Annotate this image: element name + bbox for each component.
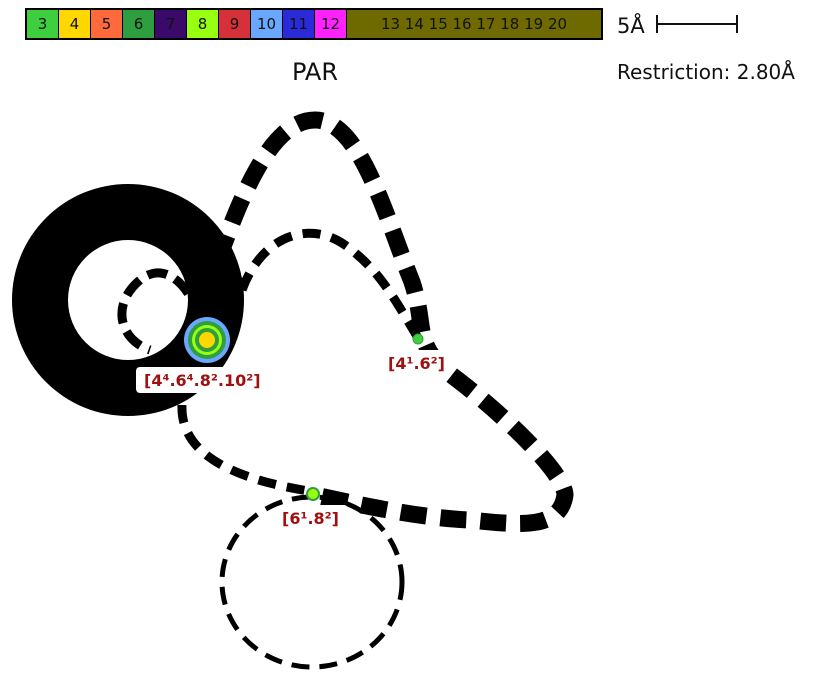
legend-cell: 4: [59, 10, 91, 38]
legend-cell: 10: [251, 10, 283, 38]
legend-cell: 13 14 15 16 17 18 19 20: [347, 10, 601, 38]
restriction-label: Restriction: 2.80Å: [617, 60, 795, 84]
legend-cell: 11: [283, 10, 315, 38]
legend-cell: 7: [155, 10, 187, 38]
legend-cell: 9: [219, 10, 251, 38]
legend-cell: 3: [27, 10, 59, 38]
node-major-label-bg: [136, 367, 276, 393]
node-6-8-label-bg: [278, 505, 348, 529]
inner-small-loop: [117, 268, 205, 355]
legend-cell: 8: [187, 10, 219, 38]
node-4-6[interactable]: [412, 333, 424, 345]
lower-dashed-ring: [219, 494, 405, 670]
legend-cell: 5: [91, 10, 123, 38]
medium-dashed-loop: [177, 228, 422, 497]
node-4-6-label: [4¹.6²]: [388, 354, 445, 373]
diagram-title: PAR: [291, 58, 339, 86]
scale-bar: [656, 15, 738, 33]
legend-cell: 6: [123, 10, 155, 38]
thick-dashed-loop: [210, 111, 574, 533]
large-ring: [11, 183, 245, 417]
node-4-6-label-bg: [384, 350, 452, 374]
legend-cell: 12: [315, 10, 347, 38]
node-6-8-label: [6¹.8²]: [282, 509, 339, 528]
scale-label: 5Å: [617, 14, 645, 38]
node-6-8[interactable]: [306, 487, 320, 501]
node-major-label: [4⁴.6⁴.8².10²]: [144, 371, 261, 390]
node-major[interactable]: [184, 317, 230, 363]
